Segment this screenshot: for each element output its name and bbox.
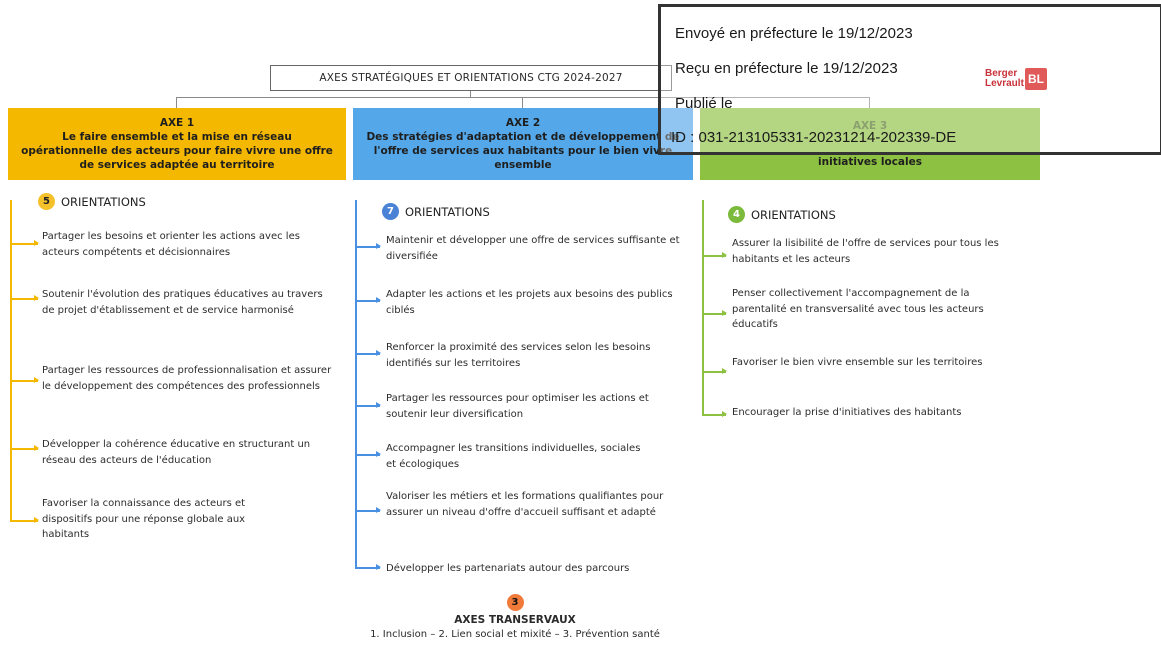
logo-line-1: Berger (985, 68, 1018, 79)
axe-2-vertical-line (355, 200, 357, 568)
axe-2-orientations-head: 7 ORIENTATIONS (382, 203, 490, 220)
axe-2-count-badge: 7 (382, 203, 399, 220)
connector-axe1 (176, 97, 177, 108)
axe-1-item-4: Développer la cohérence éducative en str… (42, 439, 311, 466)
axe-2-arrow (355, 243, 381, 249)
stamp-id: ID : 031-213105331-20231214-202339-DE (671, 129, 957, 146)
axe-1-item-5: Favoriser la connaissance des acteurs et… (42, 498, 246, 540)
axe-2-orientations-label: ORIENTATIONS (405, 204, 490, 219)
axe-1-arrow (10, 240, 39, 246)
axe-3-vertical-line (702, 200, 704, 416)
axe-2-arrow (355, 507, 381, 513)
axe-1-arrow (10, 517, 39, 523)
axe-1-orientations-label: ORIENTATIONS (61, 194, 146, 209)
axe-3-title: AXE 3 (852, 120, 888, 132)
axe-1-item-1: Partager les besoins et orienter les act… (42, 231, 300, 258)
axe-3-orientations-label: ORIENTATIONS (751, 207, 836, 222)
connector-title-down (470, 90, 471, 98)
stamp-envoye: Envoyé en préfecture le 19/12/2023 (675, 25, 913, 42)
stamp-recu: Reçu en préfecture le 19/12/2023 (675, 60, 898, 77)
axe-3-orientations-head: 4 ORIENTATIONS (728, 206, 836, 223)
transversal-section: 3 AXES TRANSERVAUX 1. Inclusion – 2. Lie… (355, 590, 675, 640)
axe-2-arrow (355, 564, 381, 570)
axe-3-arrow (702, 368, 727, 374)
main-title: AXES STRATÉGIQUES ET ORIENTATIONS CTG 20… (270, 65, 672, 91)
logo-text: Berger Levrault (985, 69, 1024, 89)
axe-1-title: AXE 1 (159, 117, 195, 129)
logo-mark: BL (1025, 68, 1047, 90)
axe-1-arrow (10, 295, 39, 301)
axe-2-item-5: Accompagner les transitions individuelle… (386, 443, 641, 470)
axe-3-count-badge: 4 (728, 206, 745, 223)
axe-2-arrow (355, 350, 381, 356)
prefecture-stamp: Envoyé en préfecture le 19/12/2023 Reçu … (658, 4, 1161, 155)
logo-line-2: Levrault (985, 78, 1024, 89)
connector-horizontal (176, 97, 870, 98)
stamp-publie: Publié le (675, 95, 733, 112)
axe-1-header: AXE 1 Le faire ensemble et la mise en ré… (8, 108, 346, 180)
axe-1-subtitle: Le faire ensemble et la mise en réseau o… (21, 131, 333, 171)
axe-1-arrow (10, 445, 39, 451)
axe-2-arrow (355, 402, 381, 408)
axe-2-arrow (355, 297, 381, 303)
axe-3-item-4: Encourager la prise d'initiatives des ha… (732, 407, 962, 418)
connector-axe2 (522, 97, 523, 108)
transversal-title: AXES TRANSERVAUX (454, 614, 576, 626)
axe-2-item-7: Développer les partenariats autour des p… (386, 563, 630, 574)
connector-axe3 (869, 97, 870, 108)
axe-2-item-3: Renforcer la proximité des services selo… (386, 342, 651, 369)
axe-1-arrow (10, 377, 39, 383)
axe-3-arrow (702, 252, 727, 258)
axe-3-arrow (702, 310, 727, 316)
axe-3-header: AXE 3 initiatives locales (700, 108, 1040, 180)
axe-2-item-1: Maintenir et développer une offre de ser… (386, 235, 680, 262)
axe-1-orientations-head: 5 ORIENTATIONS (38, 193, 146, 210)
transversal-count-badge: 3 (506, 594, 524, 611)
axe-2-subtitle: Des stratégies d'adaptation et de dévelo… (366, 131, 680, 171)
axe-3-item-3: Favoriser le bien vivre ensemble sur les… (732, 357, 983, 368)
axe-1-count-badge: 5 (38, 193, 55, 210)
axe-2-item-6: Valoriser les métiers et les formations … (386, 491, 664, 518)
axe-2-header: AXE 2 Des stratégies d'adaptation et de … (353, 108, 693, 180)
axe-3-subtitle: initiatives locales (818, 156, 922, 168)
berger-levrault-logo: Berger Levrault BL (985, 68, 1047, 92)
axe-2-title: AXE 2 (505, 117, 541, 129)
axe-3-item-2: Penser collectivement l'accompagnement d… (732, 288, 984, 330)
axe-2-item-2: Adapter les actions et les projets aux b… (386, 289, 673, 316)
axe-2-item-4: Partager les ressources pour optimiser l… (386, 393, 649, 420)
axe-3-item-1: Assurer la lisibilité de l'offre de serv… (732, 238, 999, 265)
transversal-list: 1. Inclusion – 2. Lien social et mixité … (370, 629, 660, 640)
axe-1-vertical-line (10, 200, 12, 522)
axe-1-item-3: Partager les ressources de professionnal… (42, 365, 332, 392)
axe-2-arrow (355, 451, 381, 457)
axe-3-arrow (702, 411, 727, 417)
axe-1-item-2: Soutenir l'évolution des pratiques éduca… (42, 289, 323, 316)
